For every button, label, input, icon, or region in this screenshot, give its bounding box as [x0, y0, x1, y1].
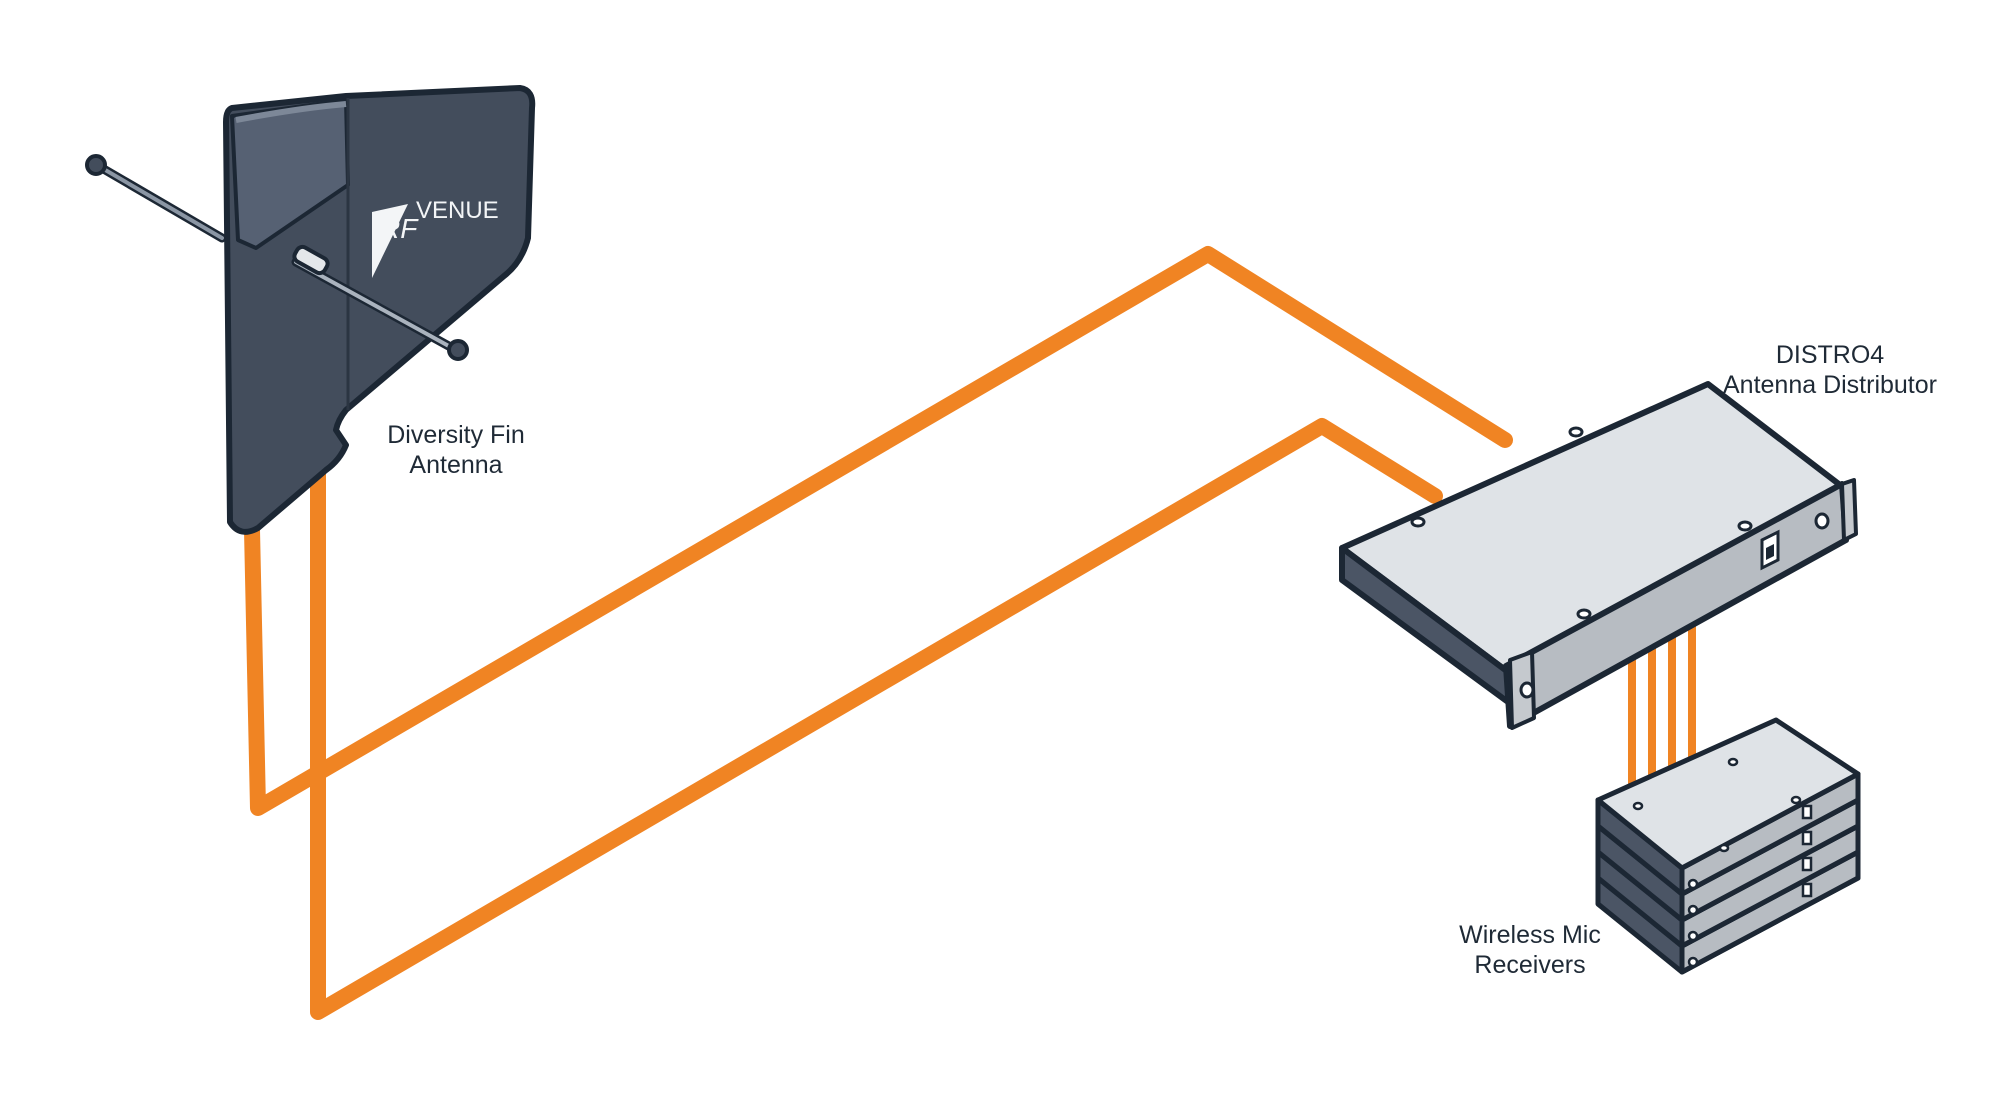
- distributor-label: DISTRO4 Antenna Distributor: [1680, 340, 1980, 400]
- logo-venue-text: VENUE: [416, 197, 499, 224]
- antenna-label-line2: Antenna: [409, 451, 503, 479]
- distributor-label-line2: Antenna Distributor: [1722, 371, 1937, 399]
- receivers-label-line1: Wireless Mic: [1459, 921, 1601, 949]
- logo-rf-text: RF: [380, 213, 419, 244]
- power-switch-icon: [1760, 529, 1780, 571]
- cable-b: [310, 418, 1443, 1020]
- diversity-fin-antenna: RF VENUE: [85, 85, 536, 535]
- receiver-feed-cables: [1628, 615, 1696, 795]
- receiver-details: [1632, 757, 1813, 968]
- receivers-label-line2: Receivers: [1474, 951, 1586, 979]
- antenna-label: Diversity Fin Antenna: [366, 420, 546, 480]
- coax-cables: [244, 246, 1513, 1020]
- rf-venue-logo: RF VENUE: [372, 197, 499, 278]
- receivers-label: Wireless Mic Receivers: [1430, 920, 1630, 980]
- distributor-label-line1: DISTRO4: [1775, 341, 1885, 369]
- distro4-details: [1410, 426, 1830, 699]
- antenna-label-line1: Diversity Fin: [387, 421, 525, 449]
- cable-a: [244, 246, 1513, 816]
- receiver-stack: [1595, 717, 1861, 975]
